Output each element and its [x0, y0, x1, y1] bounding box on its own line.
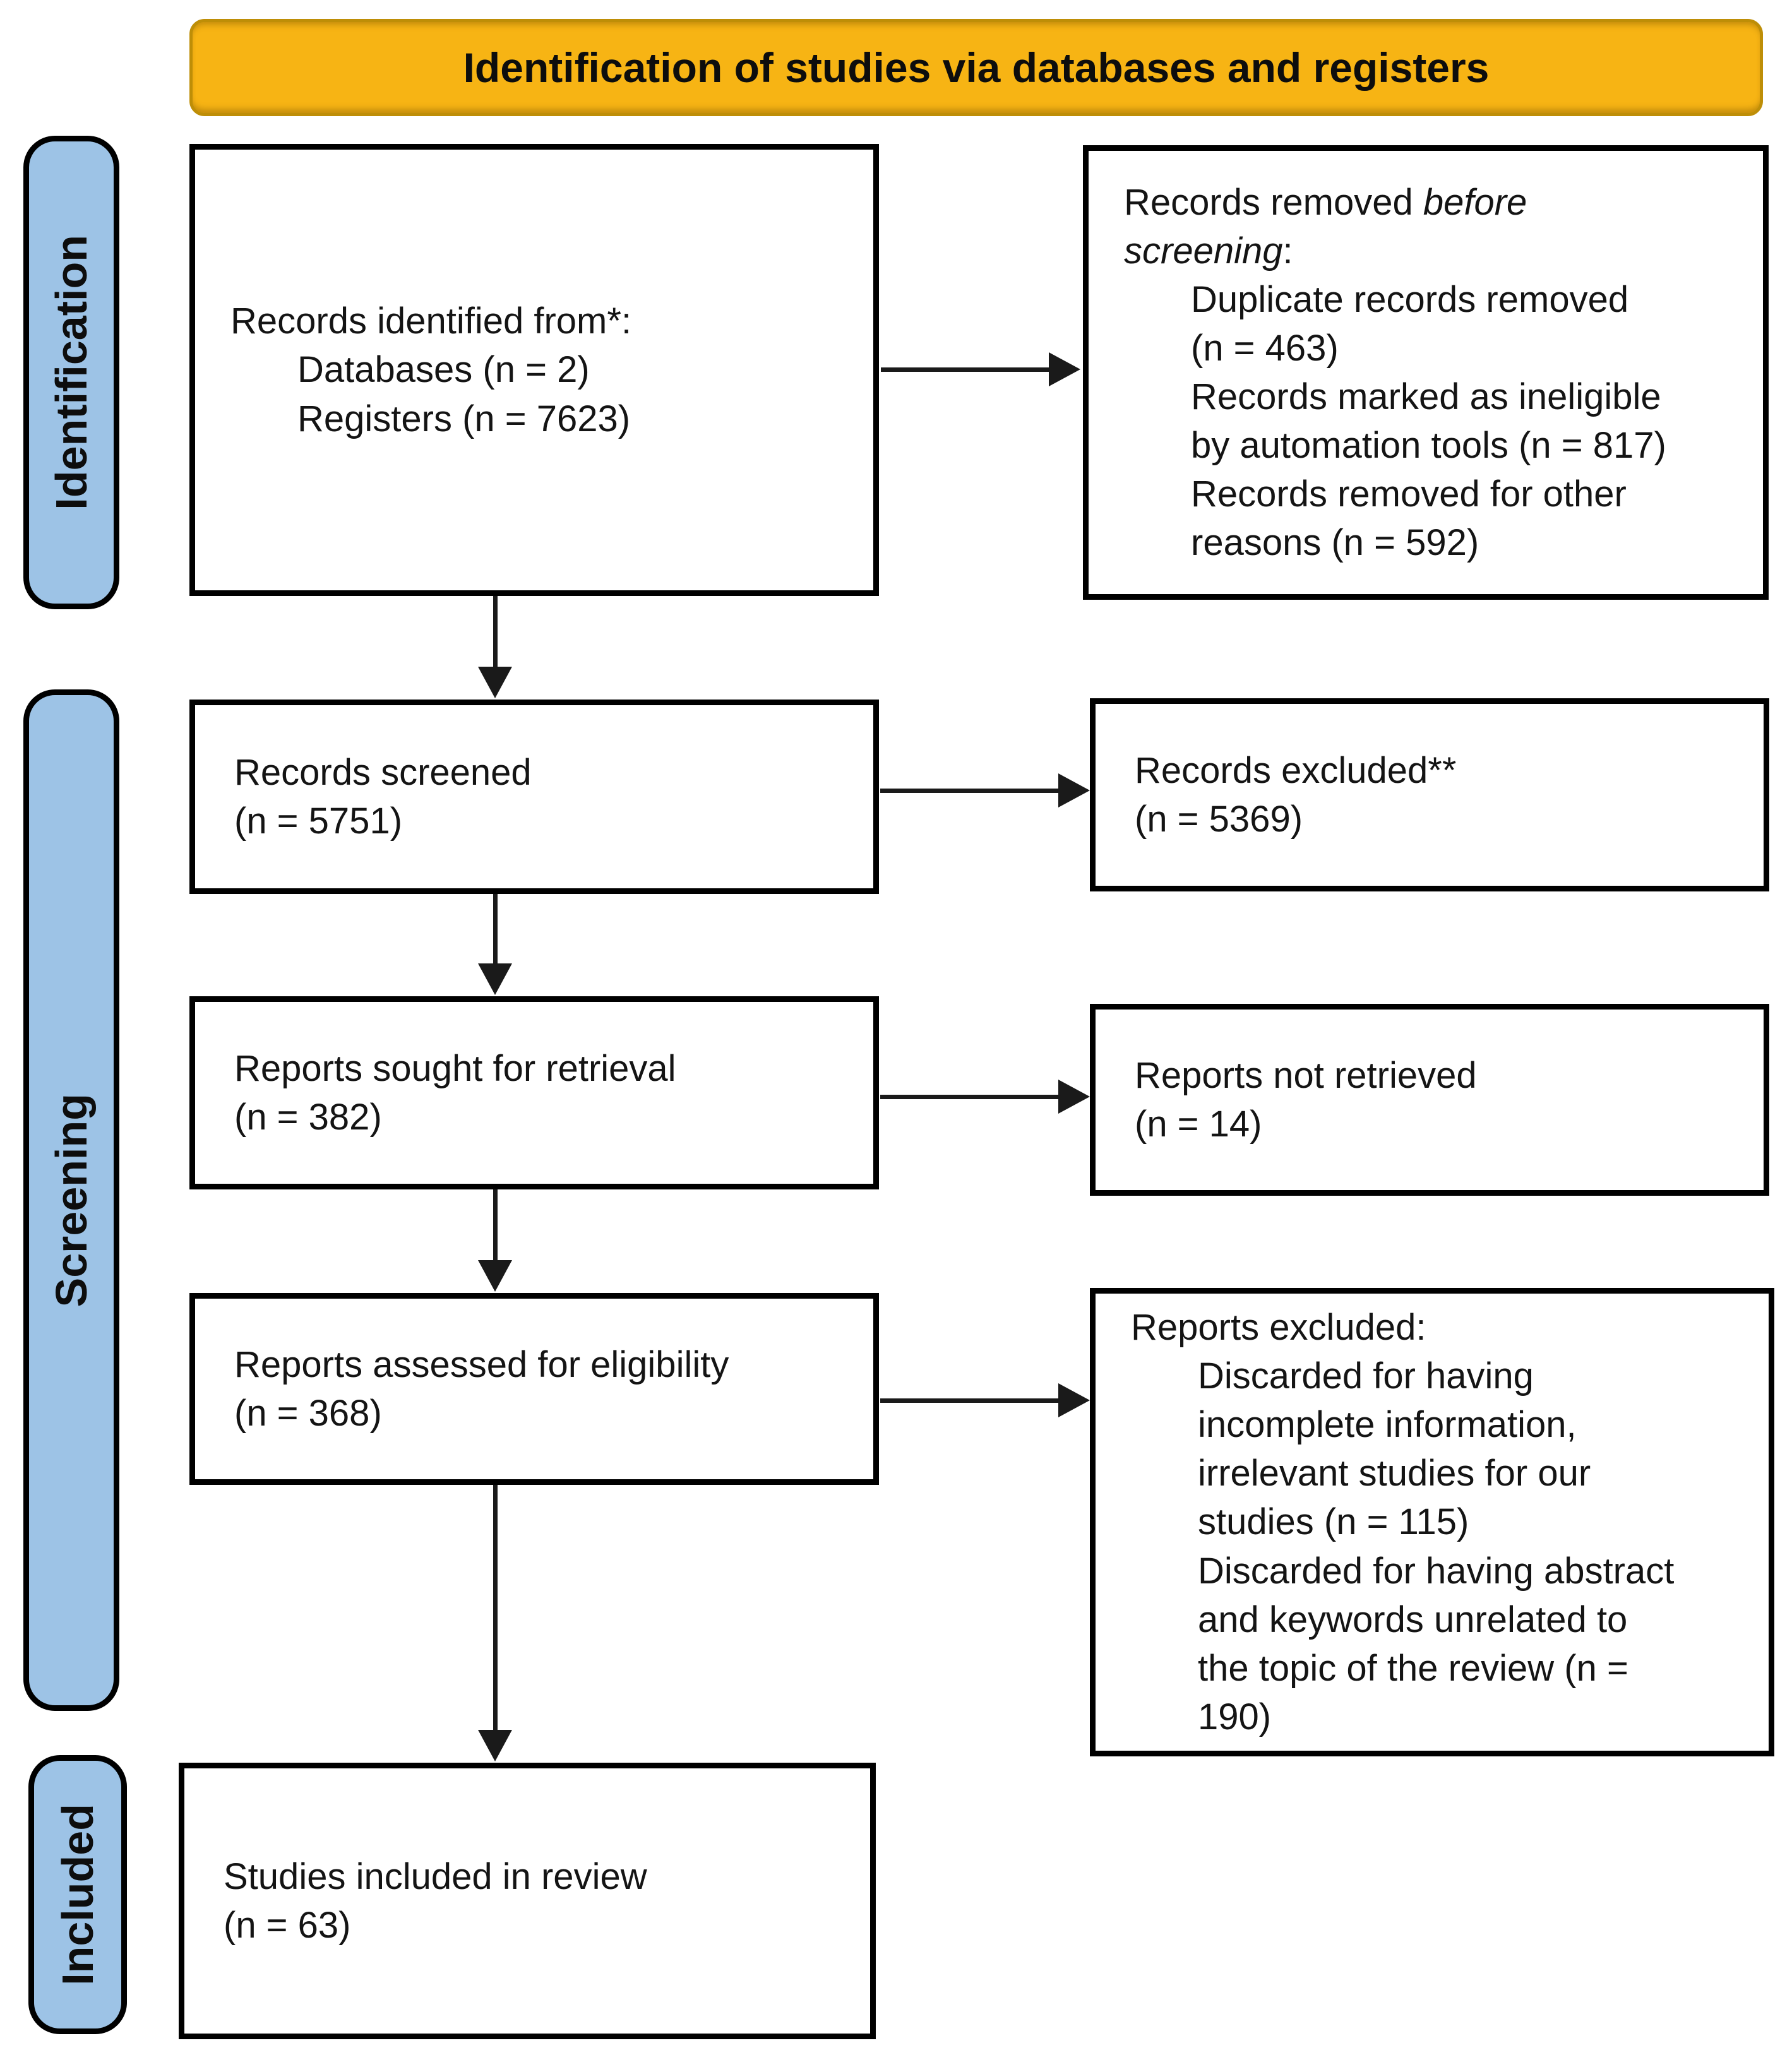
- arrow-screened-to-excluded-line: [880, 789, 1061, 793]
- box-records-excluded: Records excluded** (n = 5369): [1090, 698, 1769, 891]
- records-removed-duplicates: Duplicate records removed (n = 463): [1191, 278, 1629, 369]
- box-reports-sought-for-retrieval: Reports sought for retrieval (n = 382): [189, 996, 879, 1189]
- arrow-screened-to-sought-head: [478, 963, 512, 995]
- reports-assessed-text: Reports assessed for eligibility (n = 36…: [234, 1343, 729, 1434]
- stage-label-included: Included: [28, 1755, 127, 2034]
- records-identified-databases: Databases (n = 2): [297, 349, 590, 391]
- box-records-identified: Records identified from*: Databases (n =…: [189, 144, 879, 596]
- records-removed-automation: Records marked as ineligible by automati…: [1191, 376, 1666, 467]
- reports-sought-text: Reports sought for retrieval (n = 382): [234, 1047, 676, 1138]
- arrow-sought-to-assessed-line: [493, 1189, 498, 1263]
- arrow-assessed-to-included-head: [478, 1730, 512, 1761]
- records-removed-title-suffix: :: [1282, 230, 1293, 271]
- banner-identification-via-databases: Identification of studies via databases …: [189, 19, 1763, 116]
- box-records-screened: Records screened (n = 5751): [189, 700, 879, 894]
- arrow-assessed-to-reports-excluded-head: [1058, 1383, 1090, 1417]
- arrow-screened-to-excluded-head: [1058, 773, 1090, 807]
- records-removed-title-italic: before screening: [1124, 181, 1527, 271]
- reports-excluded-title: Reports excluded:: [1131, 1306, 1426, 1348]
- arrow-screened-to-sought-line: [493, 894, 498, 967]
- stage-label-included-text: Included: [53, 1804, 102, 1986]
- box-reports-excluded: Reports excluded: Discarded for having i…: [1090, 1288, 1774, 1756]
- records-removed-title: Records removed before screening:: [1089, 178, 1763, 275]
- arrow-sought-to-not-retrieved-line: [880, 1095, 1061, 1099]
- records-excluded-text: Records excluded** (n = 5369): [1135, 749, 1457, 840]
- banner-title: Identification of studies via databases …: [463, 44, 1490, 91]
- records-screened-text: Records screened (n = 5751): [234, 751, 532, 842]
- box-studies-included-in-review: Studies included in review (n = 63): [179, 1763, 876, 2039]
- reports-excluded-unrelated: Discarded for having abstract and keywor…: [1198, 1550, 1675, 1737]
- box-reports-not-retrieved: Reports not retrieved (n = 14): [1090, 1004, 1769, 1196]
- reports-excluded-incomplete: Discarded for having incomplete informat…: [1198, 1355, 1591, 1543]
- arrow-sought-to-assessed-head: [478, 1260, 512, 1292]
- stage-label-screening: Screening: [23, 689, 119, 1711]
- records-identified-registers: Registers (n = 7623): [297, 398, 631, 439]
- arrow-assessed-to-reports-excluded-line: [880, 1398, 1061, 1403]
- arrow-identified-to-removed-head: [1049, 352, 1080, 386]
- box-records-removed-before-screening: Records removed before screening: Duplic…: [1083, 145, 1769, 600]
- records-removed-title-prefix: Records removed: [1124, 181, 1423, 223]
- records-identified-title: Records identified from*:: [230, 301, 632, 342]
- studies-included-text: Studies included in review (n = 63): [224, 1855, 647, 1946]
- arrow-identified-to-screened-line: [493, 596, 498, 670]
- stage-label-identification: Identification: [23, 136, 119, 609]
- arrow-identified-to-screened-head: [478, 667, 512, 698]
- stage-label-identification-text: Identification: [47, 235, 96, 510]
- reports-not-retrieved-text: Reports not retrieved (n = 14): [1135, 1054, 1477, 1145]
- arrow-sought-to-not-retrieved-head: [1058, 1080, 1090, 1114]
- arrow-identified-to-removed-line: [881, 367, 1053, 372]
- records-removed-other: Records removed for other reasons (n = 5…: [1191, 474, 1627, 564]
- box-reports-assessed-for-eligibility: Reports assessed for eligibility (n = 36…: [189, 1293, 879, 1485]
- stage-label-screening-text: Screening: [47, 1093, 96, 1307]
- arrow-assessed-to-included-line: [493, 1485, 498, 1734]
